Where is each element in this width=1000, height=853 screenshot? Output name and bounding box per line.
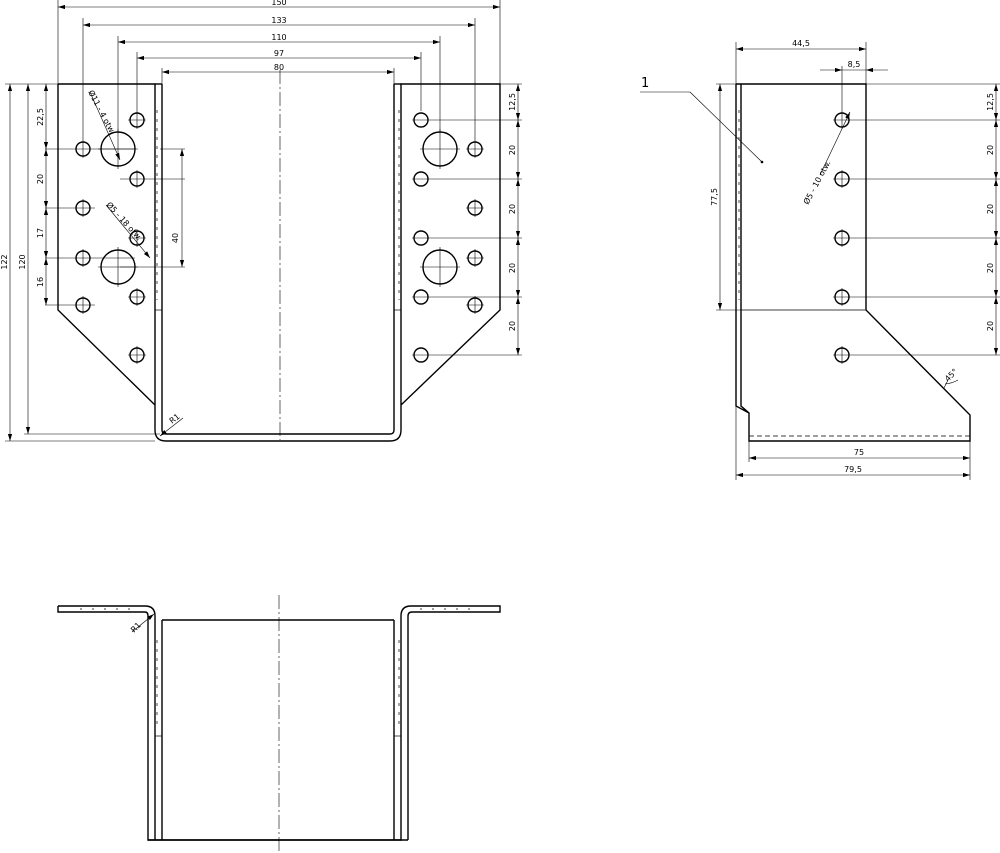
dim-133: 133 — [271, 16, 286, 25]
side-hole-note: Ø5 - 10 otw. — [801, 158, 833, 205]
dim-22-5: 22,5 — [36, 108, 45, 126]
dim-97: 97 — [274, 49, 284, 58]
part-number: 1 — [641, 76, 649, 91]
side-outline — [735, 83, 971, 442]
dim-75: 75 — [854, 448, 864, 457]
top-view: R1 — [57, 595, 501, 853]
dim-8-5: 8,5 — [848, 60, 861, 69]
bend-radius-top: R1 — [129, 621, 143, 635]
dim-20-left: 20 — [36, 174, 45, 184]
dim-110: 110 — [271, 33, 286, 42]
dim-122: 122 — [0, 254, 9, 269]
dim-80: 80 — [274, 63, 284, 72]
dim-40: 40 — [171, 233, 180, 243]
dim-20-s1: 20 — [986, 145, 995, 155]
dim-12-5-side: 12,5 — [986, 93, 995, 111]
hole-note-large: Ø11 - 4 otw. — [86, 88, 118, 135]
side-view: 1 44,5 8,5 77,5 12,5 20 20 20 20 Ø5 - 10… — [640, 39, 1000, 480]
dim-44-5: 44,5 — [792, 39, 810, 48]
inner-u-outline — [161, 84, 395, 435]
dim-20-s4: 20 — [986, 321, 995, 331]
bend-marks — [155, 110, 401, 311]
right-dimensions — [500, 83, 522, 355]
angle-45: 45° — [943, 367, 959, 383]
dim-120: 120 — [18, 254, 27, 269]
dim-20-r4: 20 — [508, 321, 517, 331]
dim-20-r3: 20 — [508, 263, 517, 273]
bend-radius-front: R1 — [168, 412, 182, 426]
dim-20-r1: 20 — [508, 145, 517, 155]
dim-20-r2: 20 — [508, 204, 517, 214]
overall-height-dimensions — [5, 83, 185, 442]
left-flange-outline — [57, 83, 501, 442]
dim-77-5: 77,5 — [710, 188, 719, 206]
dim-79-5: 79,5 — [844, 465, 862, 474]
dim-17: 17 — [36, 228, 45, 238]
top-dimensions — [57, 0, 501, 140]
dim-20-s3: 20 — [986, 263, 995, 273]
dim-16: 16 — [36, 277, 45, 287]
front-view: 150 133 110 97 80 122 120 22,5 20 17 16 … — [0, 0, 522, 442]
right-holes — [413, 112, 483, 363]
dim-20-s2: 20 — [986, 204, 995, 214]
dim-12-5-right: 12,5 — [508, 93, 517, 111]
dim-150: 150 — [271, 0, 286, 7]
hole-note-small: Ø5 - 18 otw. — [105, 200, 145, 243]
